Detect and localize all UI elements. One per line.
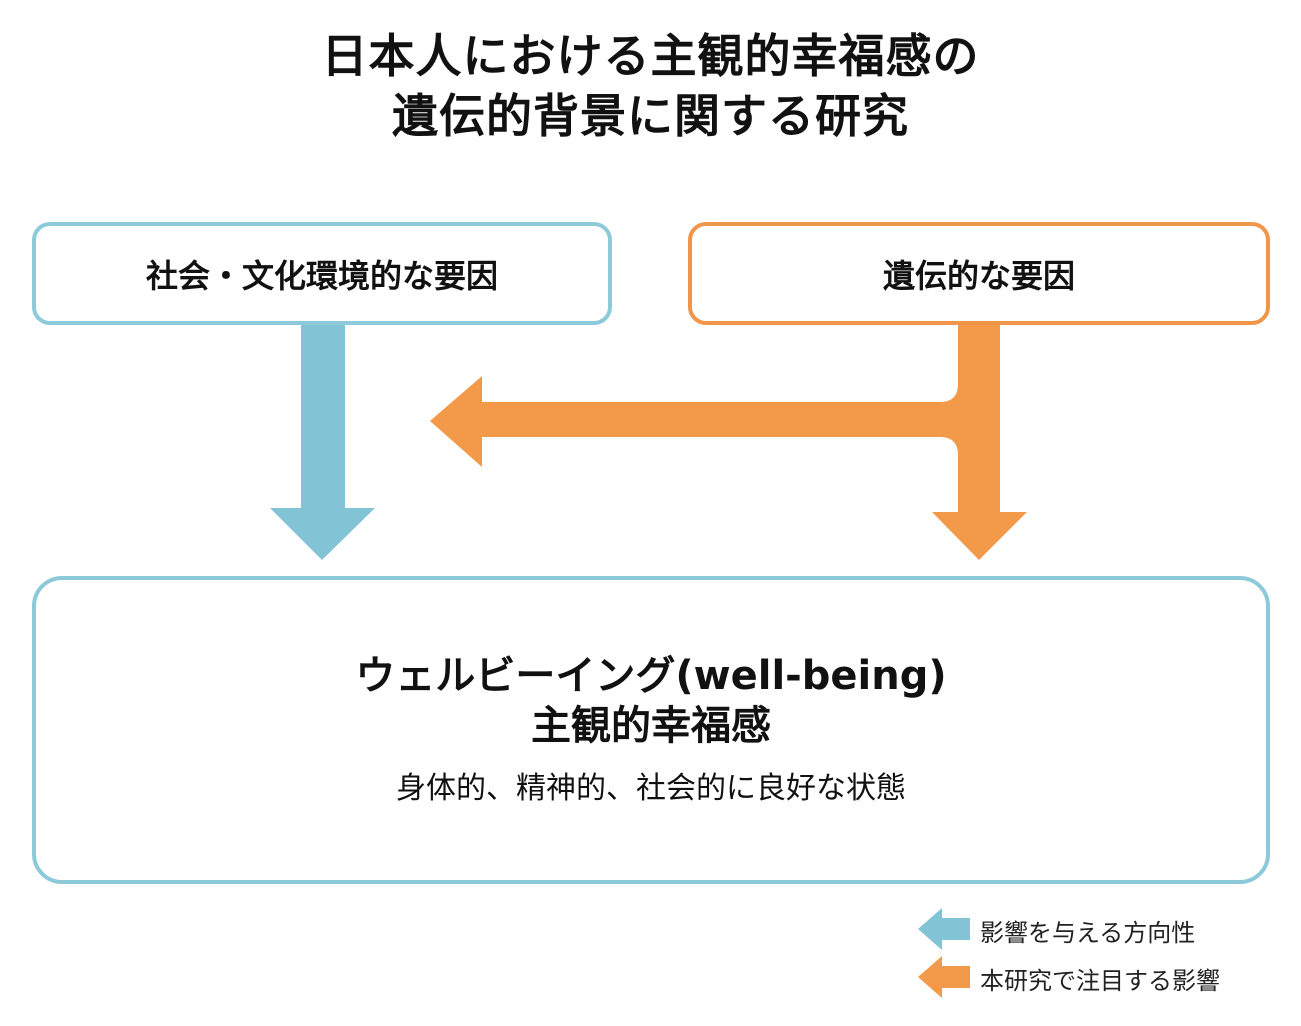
wellbeing-title-line-2: 主観的幸福感 — [531, 703, 771, 749]
genetic-factors-label: 遺伝的な要因 — [882, 256, 1075, 295]
title-line-1: 日本人における主観的幸福感の — [321, 29, 980, 83]
diagram-title: 日本人における主観的幸福感の 遺伝的背景に関する研究 — [0, 26, 1301, 146]
wellbeing-box: ウェルビーイング(well-being) 主観的幸福感 身体的、精神的、社会的に… — [32, 576, 1270, 884]
wellbeing-description: 身体的、精神的、社会的に良好な状態 — [396, 771, 906, 806]
legend-orange-arrow-icon — [918, 956, 970, 998]
legend-blue-label: 影響を与える方向性 — [980, 919, 1196, 947]
social-cultural-factors-box: 社会・文化環境的な要因 — [32, 222, 612, 325]
title-line-2: 遺伝的背景に関する研究 — [392, 89, 909, 143]
wellbeing-title-line-1: ウェルビーイング(well-being) — [355, 653, 947, 699]
social-cultural-factors-label: 社会・文化環境的な要因 — [145, 256, 498, 295]
legend-orange-label: 本研究で注目する影響 — [980, 967, 1220, 995]
social-to-wellbeing-arrow — [270, 325, 375, 560]
legend-blue-arrow-icon — [918, 908, 970, 950]
genetic-factors-box: 遺伝的な要因 — [688, 222, 1270, 325]
genetic-arrows — [430, 325, 1027, 560]
